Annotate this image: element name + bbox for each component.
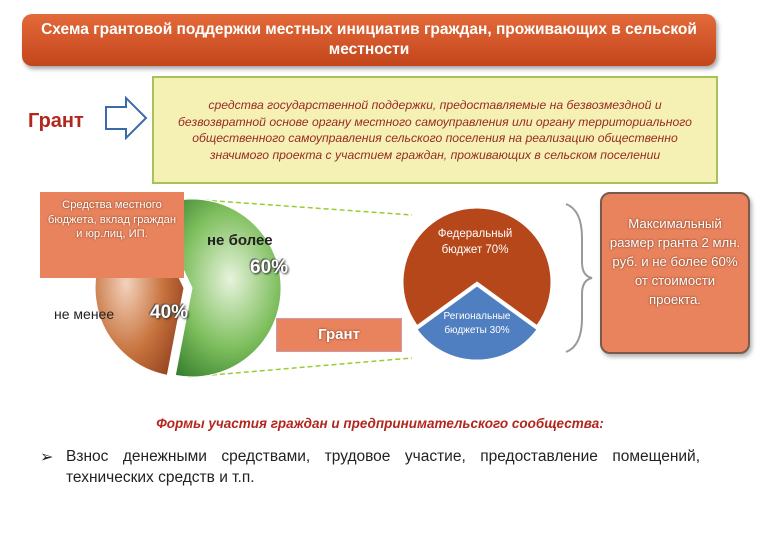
pie-slice-regional (416, 285, 538, 360)
grant-percent: 60% (250, 257, 289, 278)
regional-budget-label: Региональные бюджеты 30% (443, 311, 511, 336)
federal-budget-label: Федеральный бюджет 70% (437, 228, 513, 256)
page-title: Схема грантовой поддержки местных инициа… (22, 14, 716, 66)
connector-bottom-line (187, 357, 413, 378)
not-less-label: не менее (54, 306, 115, 322)
local-percent: 40% (150, 302, 189, 323)
max-grant-box: Максимальный размер гранта 2 млн. руб. и… (600, 192, 750, 354)
grant-pie-chart (402, 207, 552, 360)
forms-title: Формы участия граждан и предпринимательс… (156, 416, 604, 431)
grant-label: Грант (28, 110, 84, 132)
pie-slice-federal (402, 207, 552, 327)
curly-brace-icon (565, 203, 593, 353)
grant-box: Грант (276, 318, 402, 352)
grant-definition: средства государственной поддержки, пред… (152, 76, 718, 184)
arrow-right-icon (105, 96, 148, 140)
arrow-bullet-icon: ➢ (40, 449, 54, 466)
not-more-label: не более (207, 232, 273, 249)
participation-bullet-text: Взнос денежными средствами, трудовое уча… (66, 448, 700, 486)
local-funds-box: Средства местного бюджета, вклад граждан… (40, 192, 184, 278)
participation-bullet: ➢ Взнос денежными средствами, трудовое у… (40, 446, 700, 488)
pie-slice-grant (153, 198, 282, 378)
grant-definition-text: средства государственной поддержки, пред… (178, 98, 692, 162)
connector-top-line (187, 198, 413, 216)
